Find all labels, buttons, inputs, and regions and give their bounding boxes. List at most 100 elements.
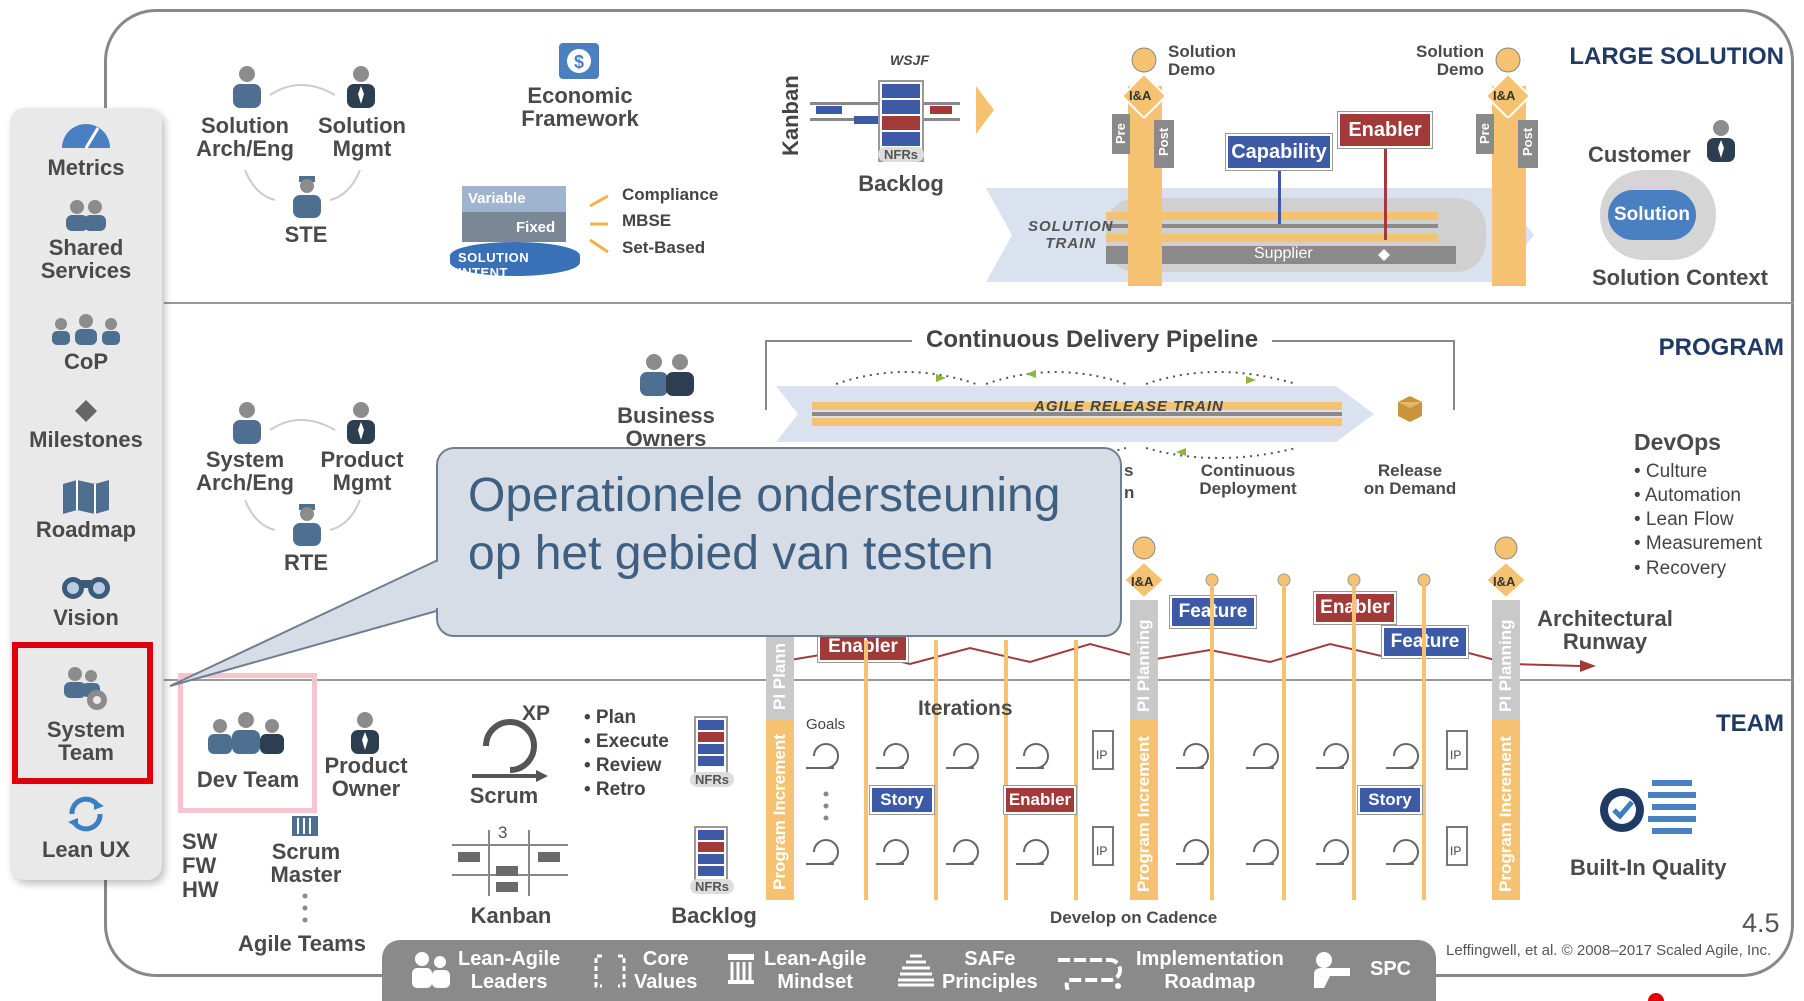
capability-stem [1278, 166, 1281, 224]
kanban-card [930, 106, 952, 114]
sidebar-item-lean-ux[interactable]: Lean UX [10, 794, 162, 861]
sidebar-item-cop[interactable]: CoP [10, 312, 162, 373]
pi-planning-label-right: PI Planning [1496, 619, 1515, 712]
devops-item: • Automation [1634, 485, 1741, 507]
iteration-divider [934, 640, 938, 900]
backlog-arrow-icon [976, 86, 994, 134]
devops-title: DevOps [1634, 429, 1721, 455]
step-item: • Retro [584, 778, 646, 800]
role-line: Arch/Eng [196, 136, 294, 162]
ip-box [1446, 730, 1468, 770]
ip-label: IP [1096, 748, 1108, 762]
intent-list: Compliance MBSE Set-Based [622, 182, 718, 261]
intent-item: MBSE [622, 211, 672, 231]
ip-label: IP [1450, 844, 1462, 858]
pi-planning-bar-mid [1130, 600, 1158, 720]
large-roles-connectors [244, 84, 361, 201]
foundation-spc[interactable]: SPC [1370, 958, 1412, 980]
footer-line: Principles [942, 971, 1038, 993]
sidebar-item-system-team[interactable]: System Team [10, 664, 162, 764]
map-icon [63, 480, 109, 514]
kanban-card [538, 852, 560, 862]
sidebar-item-metrics[interactable]: Metrics [10, 116, 162, 179]
sidebar-item-milestones[interactable]: Milestones [10, 398, 162, 451]
footer-line: Values [634, 971, 698, 993]
role-ste: STE [284, 222, 328, 247]
sidebar-item-label: Vision [53, 605, 119, 630]
milestone-pins [1205, 573, 1431, 587]
spanning-palette: Metrics Shared Services CoP Milestones R… [10, 108, 162, 880]
cd-line: Continuous [1200, 461, 1296, 480]
sidebar-item-vision[interactable]: Vision [10, 570, 162, 629]
level-large-solution: LARGE SOLUTION [1569, 43, 1784, 70]
sidebar-item-label: Shared [48, 235, 124, 260]
role-line: Solution [318, 113, 406, 138]
capability-tag: Capability [1226, 134, 1332, 170]
customer-avatar-icon [1707, 120, 1735, 162]
econ-line: Economic [527, 83, 633, 108]
team-backlog-label: Backlog [671, 903, 757, 928]
sidebar-item-label: Lean UX [41, 837, 131, 862]
pi-plann-label: PI Plann [770, 642, 789, 710]
program-roles-connectors [244, 419, 361, 531]
level-program: PROGRAM [1658, 334, 1784, 361]
principles-icon [898, 954, 934, 987]
program-increment-bar-mid [1130, 720, 1158, 900]
roadmap-icon [1058, 958, 1122, 990]
art-label: AGILE RELEASE TRAIN [1034, 398, 1224, 415]
rte-avatar-icon [293, 504, 321, 546]
devops-item: • Measurement [1634, 533, 1763, 555]
iteration-divider [1210, 580, 1214, 900]
iteration-divider [1352, 580, 1356, 900]
devops-item: • Recovery [1634, 557, 1727, 579]
post-label: Post [1520, 127, 1535, 156]
ip-box [1092, 730, 1114, 770]
role-line: Solution [201, 113, 289, 138]
po-line: Owner [331, 776, 401, 802]
footer-line: SAFe [964, 948, 1016, 970]
large-backlog-label: Backlog [858, 171, 944, 196]
backlog-item [698, 830, 724, 840]
agile-teams-dots [302, 893, 308, 923]
iteration-divider [1004, 640, 1008, 900]
ste-avatar-icon [293, 176, 321, 218]
sidebar-item-roadmap[interactable]: Roadmap [10, 478, 162, 541]
footer-line: Core [642, 948, 689, 970]
post-box [1518, 120, 1538, 168]
kanban-line [528, 830, 530, 896]
large-kanban-label: Kanban [778, 75, 803, 156]
sm-line: Master [270, 862, 342, 888]
group-icon [52, 314, 120, 345]
sidebar-item-shared-services[interactable]: Shared Services [10, 198, 162, 282]
sm-line: Scrum [271, 839, 341, 864]
footer-line: Implementation [1136, 948, 1284, 970]
footer-line: Roadmap [1164, 971, 1256, 993]
ia-mid-label: I&A [1131, 574, 1154, 589]
kanban-card [816, 106, 842, 114]
ip-box [1092, 826, 1114, 866]
biz-line: Owners [625, 426, 707, 452]
ip-box [1446, 826, 1468, 866]
goals-label: Goals [806, 716, 846, 733]
footer-line: Mindset [777, 971, 853, 993]
ia-mid-icon [1122, 536, 1166, 600]
business-owners-icon [640, 354, 694, 396]
divider-program-team [164, 679, 1794, 681]
customer-label: Customer [1588, 142, 1691, 167]
backlog-item [882, 84, 920, 98]
devops-item: • Culture [1634, 461, 1708, 482]
sidebar-item-label: Milestones [29, 427, 143, 452]
ip-label: IP [1450, 748, 1462, 762]
intent-item: Compliance [622, 185, 719, 204]
partial-label-n: n [1124, 483, 1135, 502]
team-kanban-board [452, 830, 568, 896]
